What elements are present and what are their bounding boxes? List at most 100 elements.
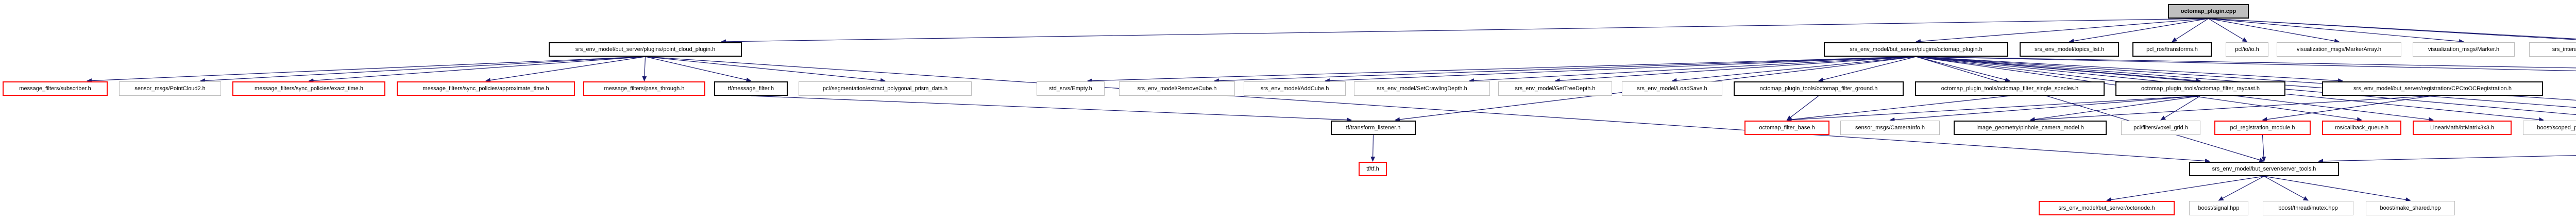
- graph-node-std-srvs-empty-h: std_srvs/Empty.h: [1037, 81, 1105, 96]
- include-edge: [2318, 155, 2576, 164]
- include-edge: [1325, 56, 1917, 83]
- graph-node-pcl-registration-module-h[interactable]: pcl_registration_module.h: [2214, 121, 2311, 135]
- graph-node-message-filters-sync-policies-approximate-time-h[interactable]: message_filters/sync_policies/approximat…: [397, 81, 575, 96]
- graph-node-srs-env-model-setcrawlingdepth-h: srs_env_model/SetCrawlingDepth.h: [1354, 81, 1490, 96]
- graph-node-label: visualization_msgs/Marker.h: [2428, 46, 2500, 53]
- graph-node-pcl-filters-voxel-grid-h: pcl/filters/voxel_grid.h: [2121, 121, 2200, 135]
- graph-node-label: srs_env_model/topics_list.h: [2034, 46, 2105, 53]
- graph-node-tf-transform-listener-h[interactable]: tf/transform_listener.h: [1331, 121, 1416, 135]
- graph-node-label: boost/make_shared.hpp: [2380, 205, 2441, 211]
- graph-node-label: sensor_msgs/CameraInfo.h: [1855, 125, 1925, 131]
- graph-node-octomap-plugin-tools-octomap-filter-ground-h[interactable]: octomap_plugin_tools/octomap_filter_grou…: [1734, 81, 1904, 96]
- include-edge: [1370, 134, 1376, 162]
- graph-node-tf-tf-h[interactable]: tf/tf.h: [1359, 162, 1387, 176]
- graph-node-label: srs_env_model/SetCrawlingDepth.h: [1377, 86, 1467, 92]
- graph-node-label: pcl_registration_module.h: [2230, 125, 2295, 131]
- graph-node-linearmath-btmatrix3x3-h[interactable]: LinearMath/btMatrix3x3.h: [2413, 121, 2512, 135]
- graph-node-boost-scoped-ptr-hpp: boost/scoped_ptr.hpp: [2523, 121, 2576, 135]
- graph-node-label: pcl/filters/voxel_grid.h: [2133, 125, 2188, 131]
- graph-node-srs-env-model-but-server-registration-cpctoocregistration-h[interactable]: srs_env_model/but_server/registration/CP…: [2322, 81, 2543, 96]
- graph-node-srs-env-model-gettreedepth-h: srs_env_model/GetTreeDepth.h: [1498, 81, 1612, 96]
- graph-node-label: sensor_msgs/PointCloud2.h: [134, 86, 206, 92]
- graph-node-message-filters-sync-policies-exact-time-h[interactable]: message_filters/sync_policies/exact_time…: [232, 81, 385, 96]
- graph-node-label: octomap_filter_base.h: [1759, 125, 1815, 131]
- graph-node-sensor-msgs-pointcloud2-h: sensor_msgs/PointCloud2.h: [119, 81, 221, 96]
- graph-node-octomap-filter-base-h[interactable]: octomap_filter_base.h: [1744, 121, 1829, 135]
- graph-node-srs-env-model-but-server-server-tools-h[interactable]: srs_env_model/but_server/server_tools.h: [2189, 162, 2339, 176]
- graph-node-label: message_filters/subscriber.h: [19, 86, 91, 92]
- graph-node-srs-env-model-but-server-plugins-point-cloud-plugin-h[interactable]: srs_env_model/but_server/plugins/point_c…: [549, 42, 742, 57]
- include-edge: [1554, 56, 1917, 83]
- graph-node-label: srs_env_model/but_server/octonode.h: [2058, 205, 2155, 211]
- graph-node-message-filters-subscriber-h[interactable]: message_filters/subscriber.h: [3, 81, 108, 96]
- graph-node-srs-env-model-addcube-h: srs_env_model/AddCube.h: [1244, 81, 1346, 96]
- graph-node-label: LinearMath/btMatrix3x3.h: [2430, 125, 2495, 131]
- graph-node-octomap-plugin-cpp: octomap_plugin.cpp: [2168, 4, 2249, 19]
- graph-node-boost-thread-mutex-hpp: boost/thread/mutex.hpp: [2263, 201, 2353, 215]
- graph-node-label: boost/scoped_ptr.hpp: [2537, 125, 2576, 131]
- graph-node-pcl-segmentation-extract-polygonal-prism-data-h: pcl/segmentation/extract_polygonal_prism…: [799, 81, 972, 96]
- graph-node-label: octomap_plugin_tools/octomap_filter_sing…: [1941, 86, 2079, 92]
- include-edge: [2262, 95, 2433, 122]
- graph-node-srs-interaction-primitives-addunknownobject-h: srs_interaction_primitives/AddUnknownObj…: [2529, 42, 2576, 57]
- graph-node-label: octomap_plugin_tools/octomap_filter_rayc…: [2141, 86, 2260, 92]
- include-edge: [642, 56, 647, 81]
- graph-node-srs-env-model-but-server-plugins-octomap-plugin-h[interactable]: srs_env_model/but_server/plugins/octomap…: [1824, 42, 2008, 57]
- include-edge: [1786, 95, 1819, 121]
- graph-node-label: message_filters/sync_policies/approximat…: [422, 86, 549, 92]
- include-edge: [1916, 56, 2576, 72]
- include-edge: [2160, 95, 2201, 121]
- include-edge: [645, 56, 2210, 163]
- graph-node-label: boost/signal.hpp: [2198, 205, 2240, 211]
- graph-node-pcl-io-io-h: pcl/io/io.h: [2226, 42, 2268, 57]
- include-edge: [2208, 18, 2464, 44]
- graph-node-ros-callback-queue-h[interactable]: ros/callback_queue.h: [2322, 121, 2401, 135]
- include-edge: [1671, 56, 1917, 83]
- graph-node-label: image_geometry/pinhole_camera_model.h: [1976, 125, 2084, 131]
- graph-node-octomap-plugin-tools-octomap-filter-single-specles-h[interactable]: octomap_plugin_tools/octomap_filter_sing…: [1915, 81, 2105, 96]
- graph-node-label: ros/callback_queue.h: [2335, 125, 2388, 131]
- graph-node-label: srs_env_model/but_server/plugins/point_c…: [575, 46, 716, 53]
- graph-node-label: srs_env_model/GetTreeDepth.h: [1515, 86, 1596, 92]
- include-edge: [1916, 56, 2343, 83]
- include-edge: [308, 56, 646, 83]
- graph-node-srs-env-model-but-server-octonode-h[interactable]: srs_env_model/but_server/octonode.h: [2039, 201, 2175, 215]
- include-edge: [1786, 95, 2201, 122]
- graph-node-visualization-msgs-marker-h: visualization_msgs/Marker.h: [2413, 42, 2515, 57]
- graph-node-label: boost/thread/mutex.hpp: [2278, 205, 2338, 211]
- graph-node-message-filters-pass-through-h[interactable]: message_filters/pass_through.h: [583, 81, 705, 96]
- graph-node-boost-signal-hpp: boost/signal.hpp: [2189, 201, 2248, 215]
- graph-node-label: pcl/io/io.h: [2235, 46, 2259, 53]
- graph-node-tf-message-filter-h[interactable]: tf/message_filter.h: [714, 81, 788, 96]
- include-edge: [751, 95, 1352, 123]
- graph-node-label: pcl/segmentation/extract_polygonal_prism…: [822, 86, 948, 92]
- graph-node-octomap-plugin-tools-octomap-filter-raycast-h[interactable]: octomap_plugin_tools/octomap_filter_rayc…: [2115, 81, 2285, 96]
- graph-node-label: srs_env_model/but_server/plugins/octomap…: [1850, 46, 1982, 53]
- graph-node-label: octomap_plugin.cpp: [2180, 8, 2236, 14]
- include-edge: [2069, 18, 2209, 43]
- graph-node-srs-env-model-topics-list-h[interactable]: srs_env_model/topics_list.h: [2020, 42, 2119, 57]
- graph-node-label: srs_interaction_primitives/AddUnknownObj…: [2552, 46, 2576, 53]
- graph-node-image-geometry-pinhole-camera-model-h[interactable]: image_geometry/pinhole_camera_model.h: [1954, 121, 2107, 135]
- include-edge: [2172, 18, 2209, 42]
- graph-node-label: visualization_msgs/MarkerArray.h: [2296, 46, 2382, 53]
- include-edge: [485, 56, 646, 83]
- include-edge: [1889, 95, 2201, 122]
- include-edge: [721, 18, 2209, 44]
- include-edge: [1469, 56, 1917, 83]
- graph-node-label: srs_env_model/but_server/server_tools.h: [2212, 166, 2316, 172]
- include-edge: [2261, 134, 2266, 162]
- include-edge: [1916, 56, 2010, 82]
- include-edge: [1818, 56, 1917, 82]
- graph-node-srs-env-model-removecube-h: srs_env_model/RemoveCube.h: [1119, 81, 1235, 96]
- graph-node-pcl-ros-transforms-h[interactable]: pcl_ros/transforms.h: [2132, 42, 2212, 57]
- graph-node-srs-env-model-loadsave-h: srs_env_model/LoadSave.h: [1622, 81, 1722, 96]
- include-edge: [1916, 56, 2576, 69]
- include-edge: [2208, 18, 2576, 40]
- include-edge: [2208, 18, 2576, 40]
- include-edge: [2218, 176, 2264, 201]
- include-edge: [1916, 56, 2265, 162]
- graph-node-visualization-msgs-markerarray-h: visualization_msgs/MarkerArray.h: [2277, 42, 2401, 57]
